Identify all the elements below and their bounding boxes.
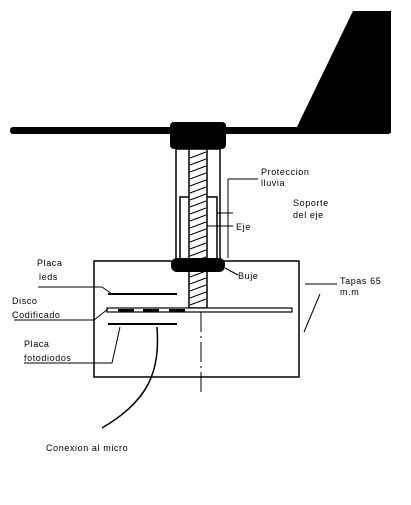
shaft-hatch-line: [189, 249, 207, 257]
label-placa-leds-1: Placa: [37, 258, 63, 268]
shaft-hatch-line: [189, 277, 207, 285]
shaft-hatch-line: [189, 228, 207, 236]
label-buje: Buje: [238, 271, 258, 281]
leader-lines: [14, 178, 337, 364]
label-tapas-1: Tapas 65: [340, 276, 381, 286]
shaft-hatch-line: [189, 291, 207, 299]
label-conexion: Conexion al micro: [46, 443, 128, 453]
shaft-hatch-line: [189, 151, 207, 159]
shaft-hatch-line: [189, 172, 207, 180]
label-placa-foto-1: Placa: [24, 339, 50, 349]
label-disco-1: Disco: [12, 296, 38, 306]
label-placa-foto-2: fotodiodos: [24, 353, 72, 363]
shaft-hatch-line: [189, 193, 207, 201]
label-tapas-2: m.m: [340, 287, 359, 297]
label-soporte-1: Soporte: [293, 198, 329, 208]
label-disco-2: Codificado: [12, 310, 61, 320]
shaft-hatch-line: [189, 284, 207, 292]
shaft-hatch-line: [189, 158, 207, 166]
shaft-hatch-line: [189, 214, 207, 222]
shaft-hatch-line: [189, 200, 207, 208]
shaft-hatch-line: [189, 186, 207, 194]
label-placa-leds-2: leds: [39, 272, 58, 282]
shaft-hatch-line: [189, 298, 207, 306]
shaft: [188, 148, 208, 309]
shaft-hatch-line: [189, 179, 207, 187]
coded-disc: [106, 307, 293, 313]
bushing: [171, 258, 225, 272]
label-soporte-2: del eje: [293, 210, 324, 220]
shaft-hatch-line: [189, 242, 207, 250]
vane-hub: [170, 122, 226, 149]
label-proteccion-1: Proteccion: [261, 167, 310, 177]
label-eje: Eje: [236, 222, 251, 232]
label-proteccion-2: lluvia: [261, 178, 285, 188]
shaft-hatch-line: [189, 207, 207, 215]
housing-box: [93, 260, 300, 378]
shaft-hatch-line: [189, 235, 207, 243]
shaft-hatch-line: [189, 221, 207, 229]
vane-fin: [294, 11, 391, 133]
shaft-hatch-line: [189, 165, 207, 173]
cable-to-micro: [101, 326, 159, 429]
